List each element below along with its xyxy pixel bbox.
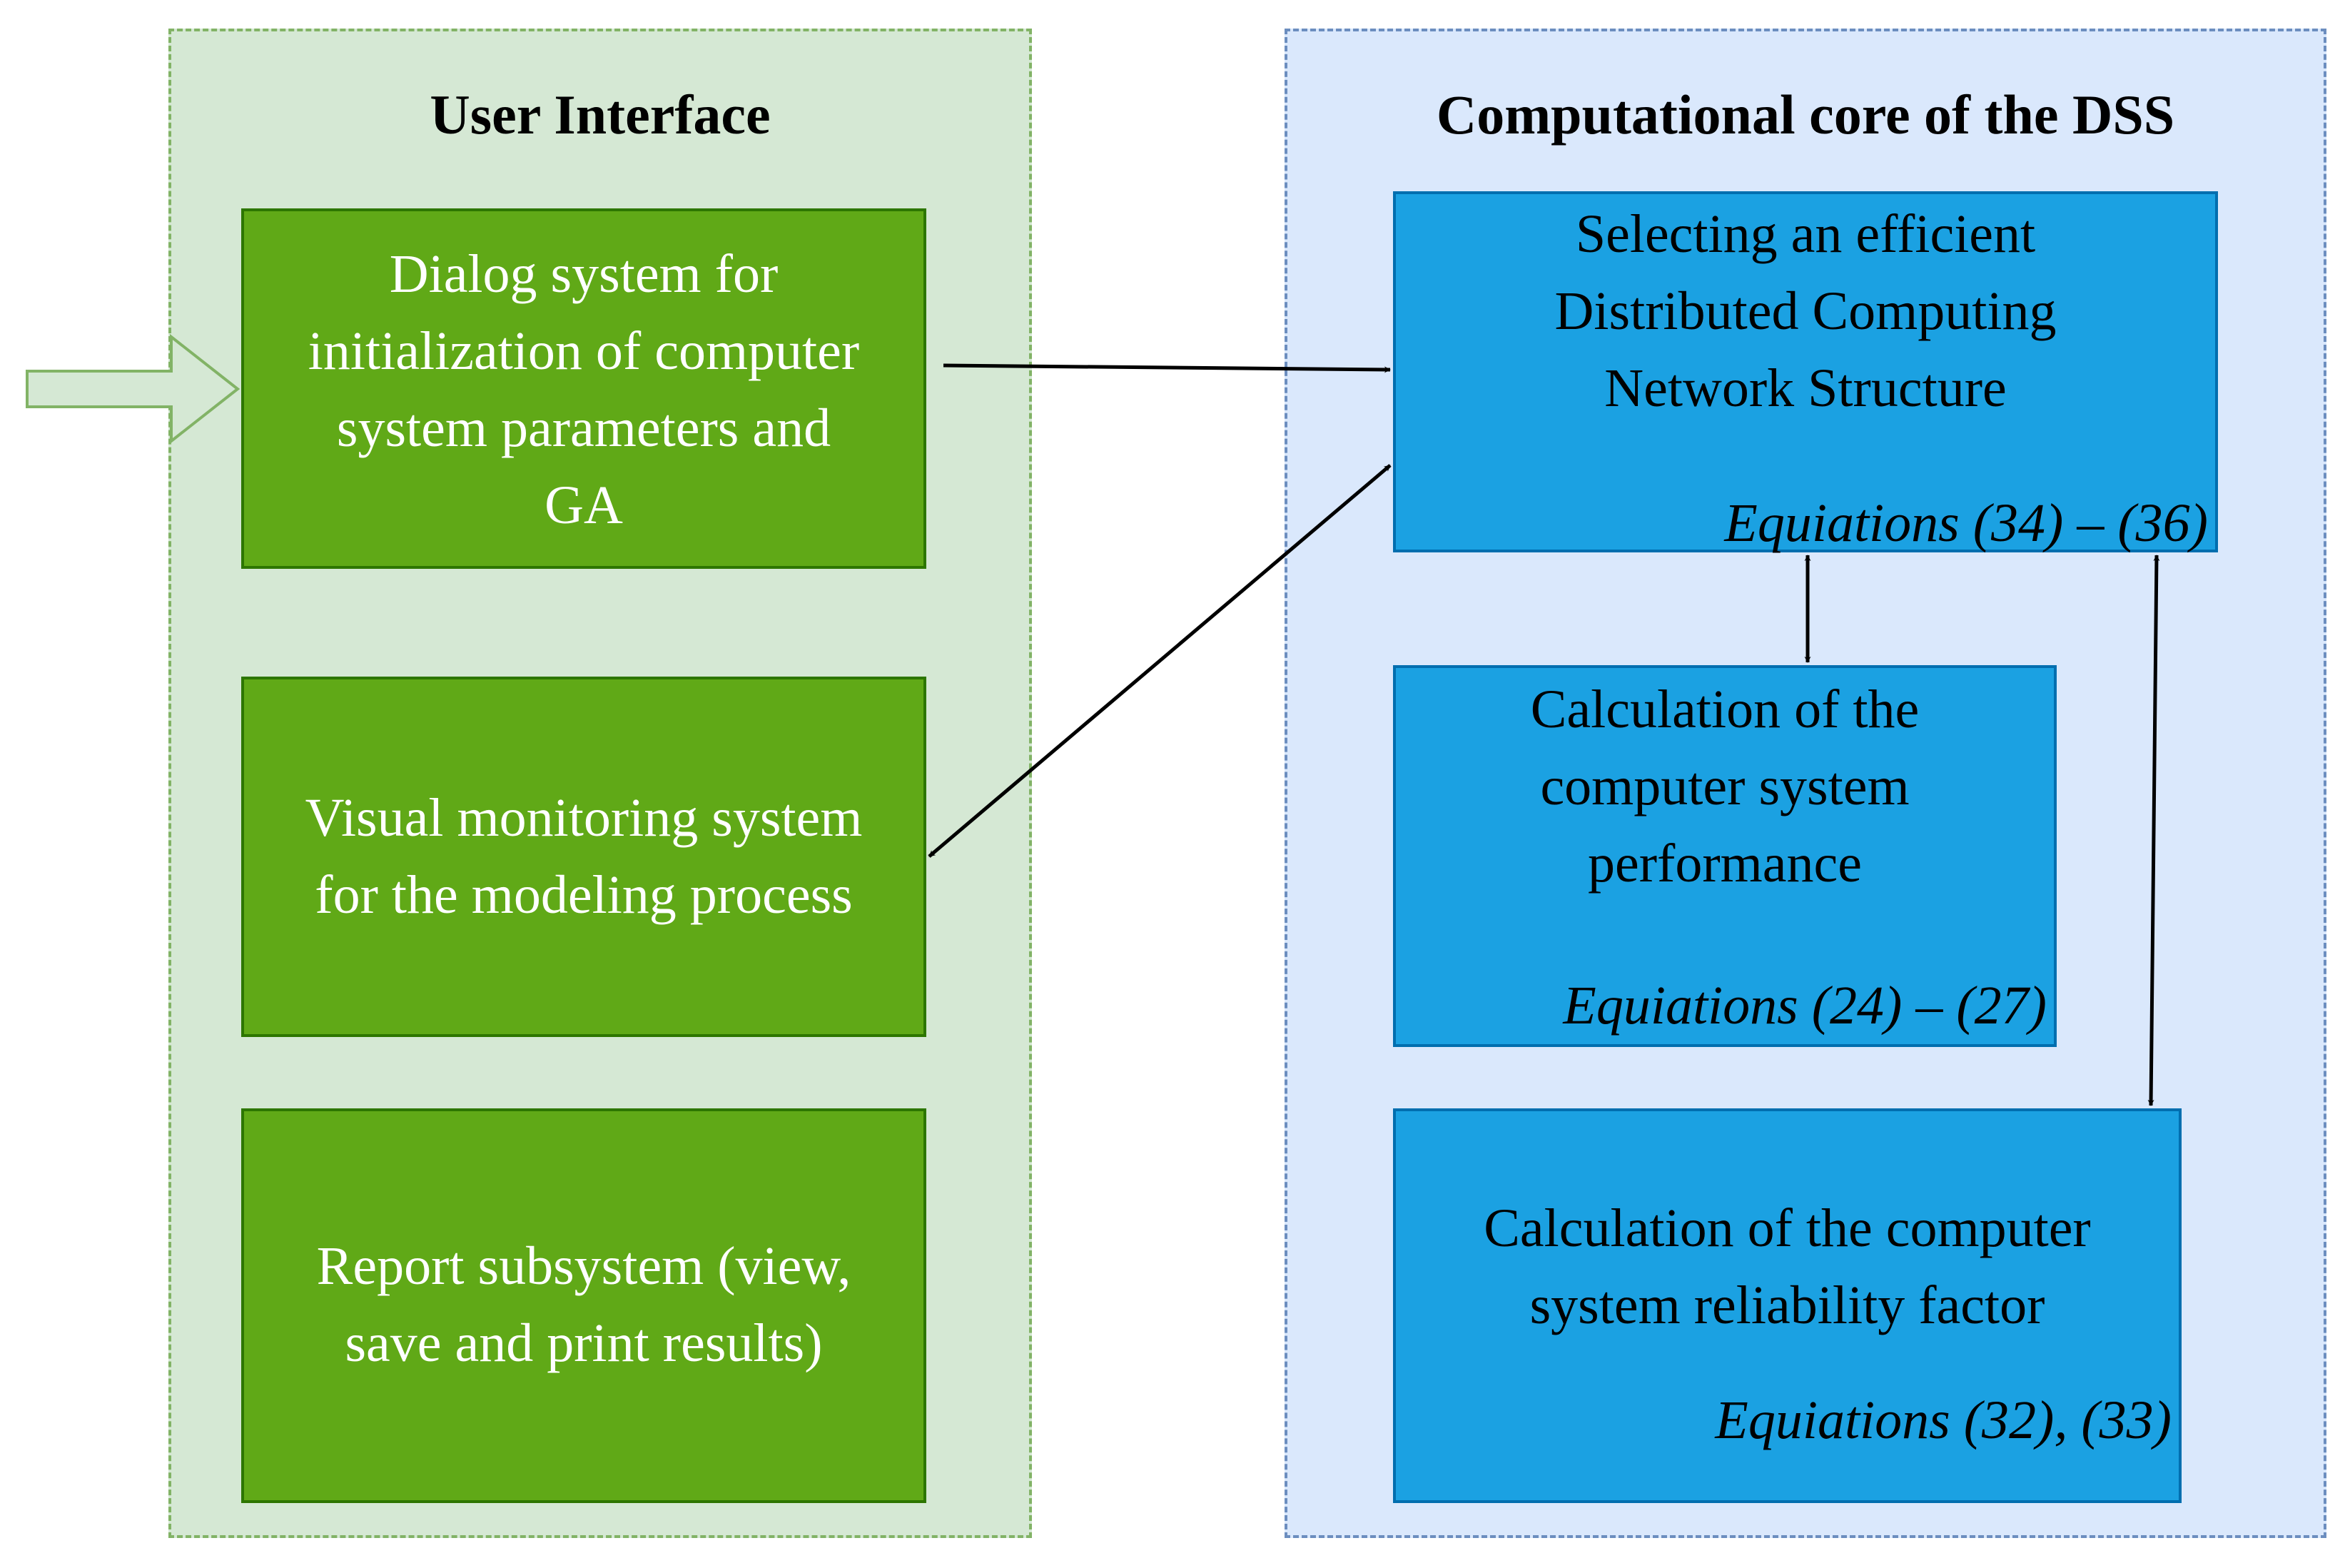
arrow-select-reliability: [2147, 555, 2160, 1106]
computational-core-title: Computational core of the DSS: [1436, 84, 2175, 146]
performance-label: Calculation of the computer system perfo…: [1530, 679, 1920, 894]
reliability-label: Calculation of the computer system relia…: [1484, 1198, 2091, 1335]
select-structure-box: Selecting an efficient Distributed Compu…: [1393, 191, 2218, 553]
arrow-dialog-to-select: [943, 363, 1391, 373]
reliability-equations: Equiations (32), (33): [1715, 1390, 2172, 1450]
dialog-system-box: Dialog system for initialization of comp…: [241, 208, 926, 569]
select-structure-label: Selecting an efficient Distributed Compu…: [1554, 204, 2057, 418]
report-subsystem-label: Report subsystem (view, save and print r…: [316, 1236, 851, 1373]
input-arrow-icon: [26, 333, 240, 445]
user-interface-title: User Interface: [430, 84, 771, 146]
performance-equations: Equiations (24) – (27): [1563, 976, 2047, 1036]
dialog-system-label: Dialog system for initialization of comp…: [308, 244, 860, 535]
arrow-select-monitoring: [928, 464, 1392, 858]
performance-box: Calculation of the computer system perfo…: [1393, 665, 2057, 1047]
visual-monitoring-label: Visual monitoring system for the modelin…: [305, 788, 863, 925]
select-structure-equations: Equiations (34) – (36): [1724, 493, 2208, 553]
report-subsystem-box: Report subsystem (view, save and print r…: [241, 1108, 926, 1503]
visual-monitoring-box: Visual monitoring system for the modelin…: [241, 677, 926, 1037]
reliability-box: Calculation of the computer system relia…: [1393, 1108, 2182, 1503]
